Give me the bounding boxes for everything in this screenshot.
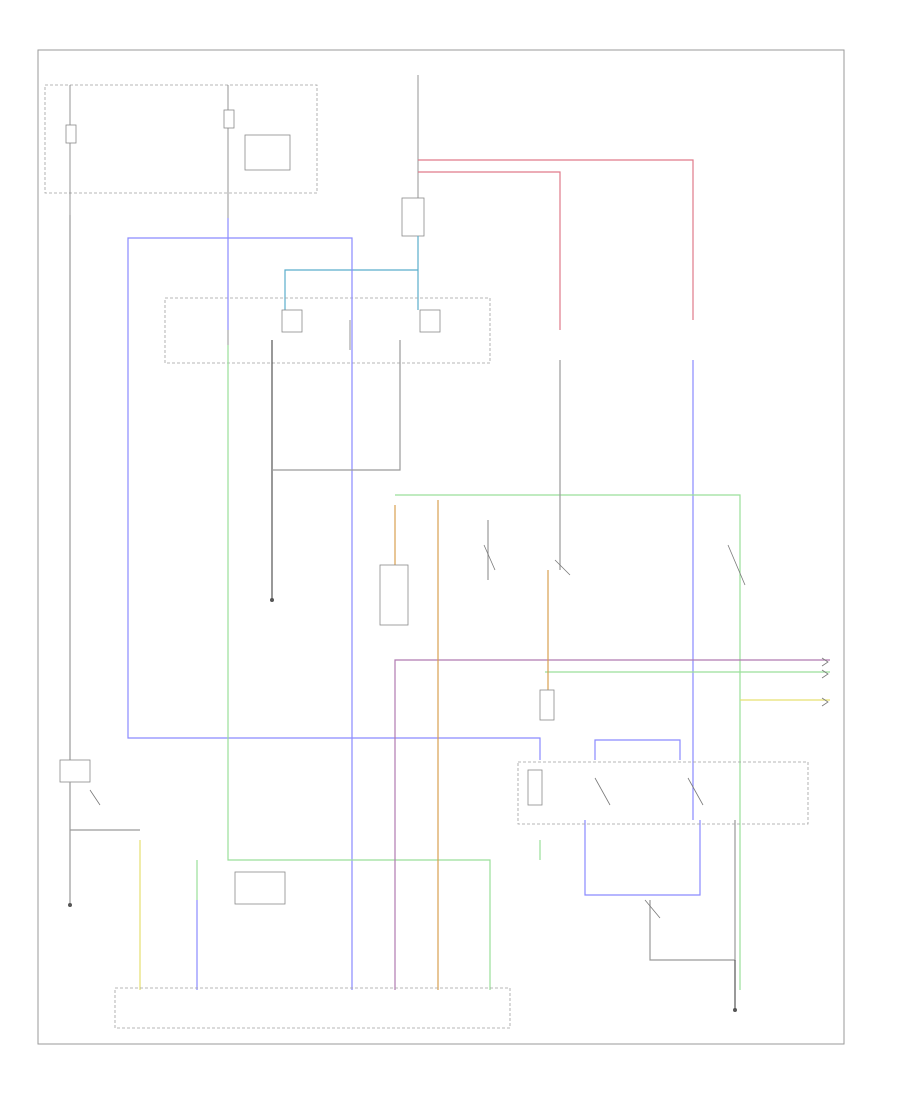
pressure-switches [379,544,746,721]
grey-wires-right [487,360,736,961]
fan-relays [164,297,491,364]
colored-wires-bottom [139,500,830,990]
ground-wire [270,340,401,602]
engine-control-module [114,871,511,1029]
condenser-relays [517,761,809,919]
red-wires [418,159,694,330]
ground-symbols [68,903,737,1012]
relay-top [401,75,425,237]
blue-wires [127,218,701,990]
diagram-frame [37,49,845,1045]
green-wires [196,345,830,990]
under-hood-fuse-box [44,84,318,230]
left-circuit [59,215,140,905]
right-connectors [821,657,829,707]
